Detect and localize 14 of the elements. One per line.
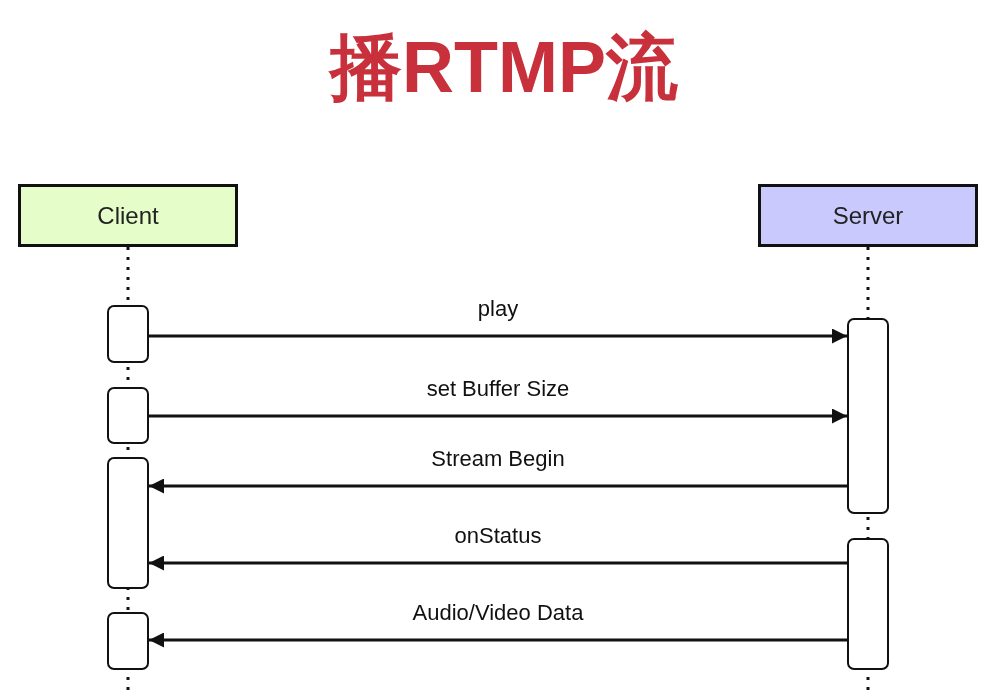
arrow	[149, 632, 847, 648]
participant-box: Client	[18, 184, 238, 247]
activation-bar	[107, 457, 149, 589]
arrow	[149, 408, 847, 424]
activation-bar	[107, 612, 149, 670]
activation-bar	[847, 538, 889, 670]
arrow	[149, 328, 847, 344]
title: 播RTMP流	[327, 26, 679, 109]
arrow	[149, 555, 847, 571]
activation-bar	[847, 318, 889, 514]
participant-box: Server	[758, 184, 978, 247]
activation-bar	[107, 305, 149, 363]
activation-bar	[107, 387, 149, 444]
arrow	[149, 478, 847, 494]
